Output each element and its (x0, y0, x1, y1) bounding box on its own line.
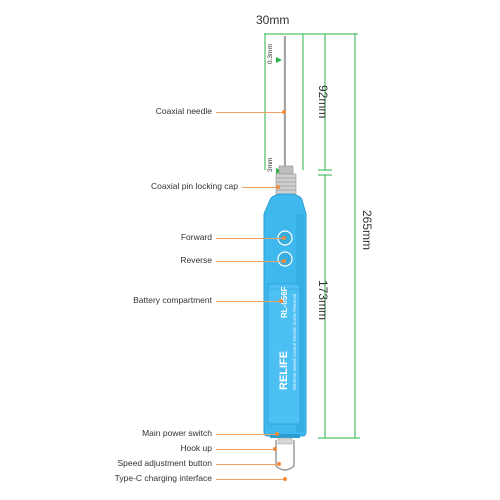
label-battery: Battery compartment (133, 295, 212, 305)
label-reverse: Reverse (180, 255, 212, 265)
locking-cap (275, 165, 297, 197)
callout-line-speed (216, 464, 278, 465)
brand-text: RELIFE (278, 351, 290, 390)
callout-dot-battery (279, 299, 283, 303)
bottom-end (270, 434, 300, 471)
callout-dot-typec (283, 477, 287, 481)
callout-line-forward (216, 238, 283, 239)
label-typec: Type-C charging interface (114, 473, 212, 483)
callout-line-typec (216, 479, 284, 480)
model-text: RL-056F (280, 286, 289, 318)
label-coaxial-needle: Coaxial needle (155, 106, 212, 116)
hook (275, 440, 295, 471)
body-length-dim: 173mm (316, 280, 330, 320)
battery-panel (267, 283, 301, 425)
top-width-dim: 30mm (256, 13, 289, 27)
callout-line-hook (216, 449, 274, 450)
needle-tip-dim: 0.3mm (267, 44, 274, 64)
needle-length-dim: 92mm (316, 85, 330, 118)
callout-line-battery (216, 301, 280, 302)
device-body (263, 193, 307, 437)
callout-dot-forward (282, 236, 286, 240)
label-locking-cap: Coaxial pin locking cap (151, 181, 238, 191)
callout-dot-hook (273, 447, 277, 451)
callout-dot-cap (276, 185, 280, 189)
label-main-switch: Main power switch (142, 428, 212, 438)
dimension-lines (264, 33, 360, 439)
callout-dot-reverse (282, 259, 286, 263)
total-length-dim: 265mm (360, 210, 374, 250)
callout-line-needle (216, 112, 283, 113)
callout-line-cap (242, 187, 277, 188)
label-hook-up: Hook up (180, 443, 212, 453)
callout-line-switch (216, 434, 276, 435)
tip-arrow-icon (276, 57, 282, 63)
callout-dot-speed (277, 462, 281, 466)
callout-dot-switch (275, 432, 279, 436)
speed-button (277, 437, 293, 445)
callout-dot-needle (282, 110, 286, 114)
needle-base-dim: 3mm (267, 158, 274, 172)
device-subtitle: Wireless Speed Control Electric Screw Re… (292, 294, 297, 390)
label-speed-button: Speed adjustment button (117, 458, 212, 468)
callout-line-reverse (216, 261, 283, 262)
label-forward: Forward (180, 232, 212, 242)
